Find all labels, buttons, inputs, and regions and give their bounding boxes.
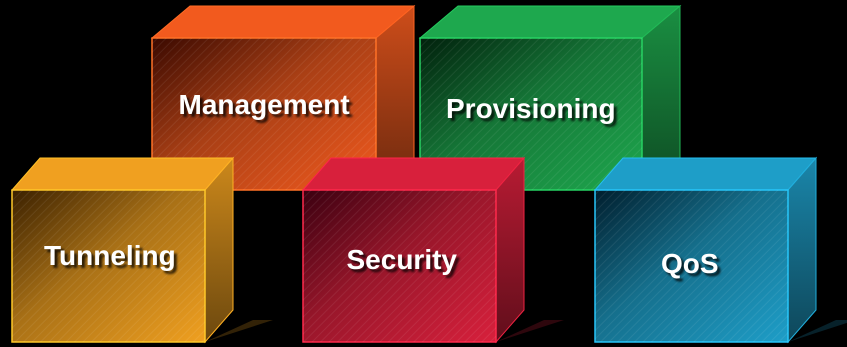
provisioning-top-face [418, 5, 682, 39]
security-side-face [495, 156, 525, 344]
qos-front-texture [595, 190, 788, 342]
tunneling-cube [10, 156, 273, 344]
security-front-texture [303, 190, 496, 342]
tunneling-shadow [205, 320, 273, 342]
tunneling-side-face [204, 156, 234, 344]
management-top-face [150, 5, 416, 39]
tunneling-front-texture [12, 190, 205, 342]
qos-top-face [593, 157, 818, 191]
qos-cube [593, 156, 847, 344]
qos-shadow [788, 320, 847, 342]
qos-side-face [787, 156, 817, 344]
tunneling-top-face [10, 157, 235, 191]
security-shadow [496, 320, 564, 342]
security-cube [301, 156, 564, 344]
security-top-face [301, 157, 526, 191]
